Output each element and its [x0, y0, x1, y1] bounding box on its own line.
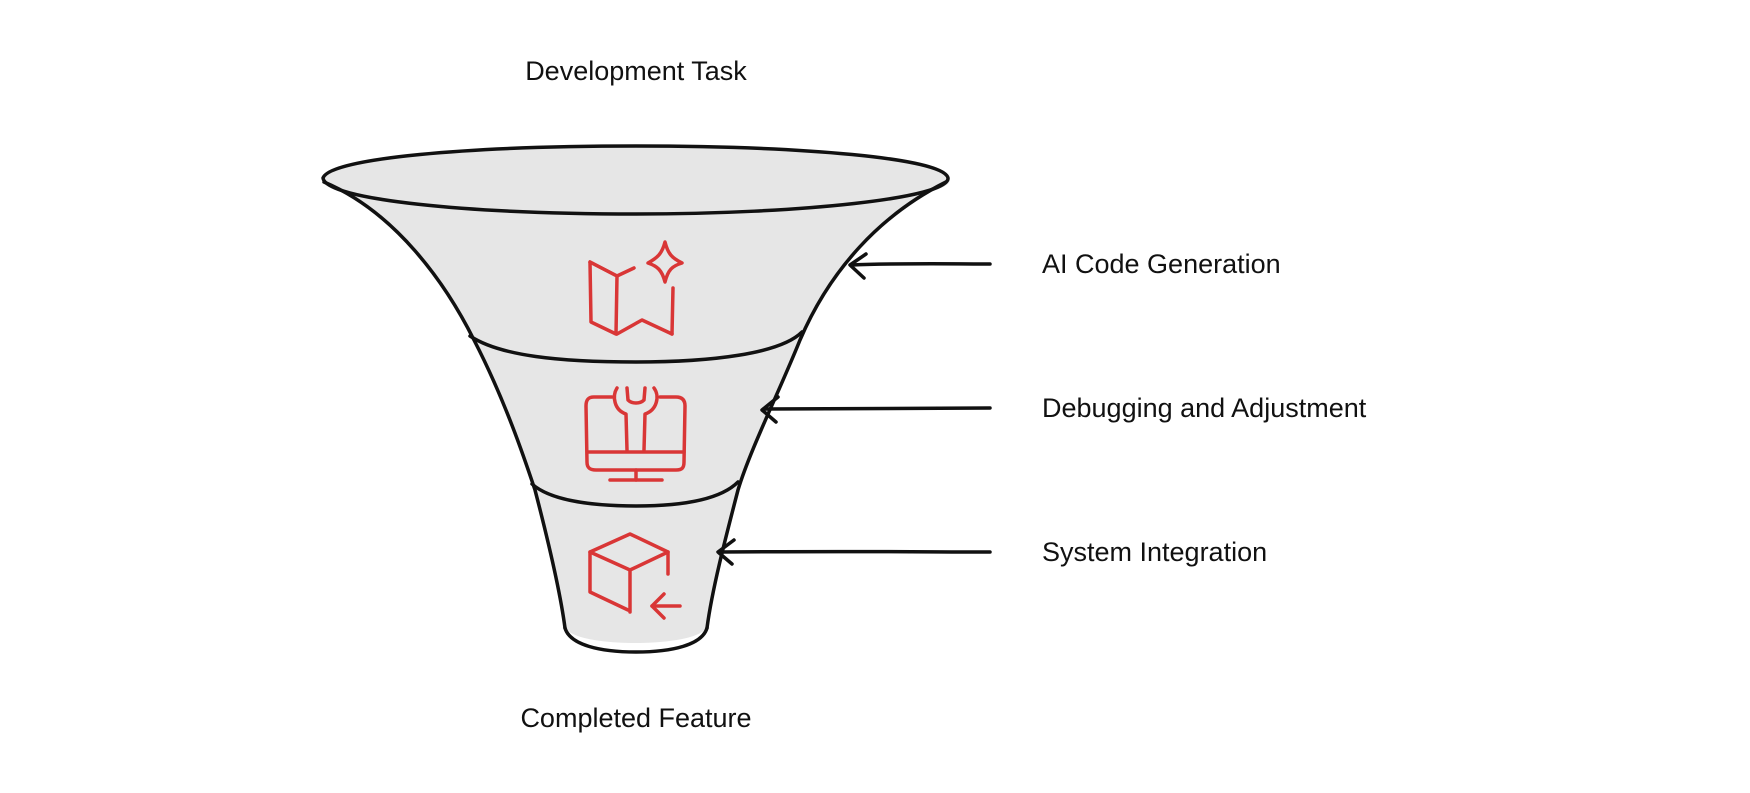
funnel-bottom [563, 626, 709, 654]
funnel-left-side [322, 180, 567, 630]
top-label: Development Task [525, 56, 747, 86]
map-sparkle-icon [588, 240, 684, 336]
arrow-system-integration [716, 538, 992, 566]
arrow-debugging-and-adjustment [760, 395, 992, 424]
funnel-rim [321, 144, 950, 216]
monitor-wrench-icon [584, 386, 687, 482]
stage-label-ai-code-generation: AI Code Generation [1042, 249, 1281, 279]
funnel-rim-fill [322, 146, 950, 214]
box-arrow-in-icon [588, 532, 682, 620]
funnel-divider-2 [530, 480, 740, 508]
stage-label-system-integration: System Integration [1042, 537, 1267, 567]
arrow-ai-code-generation [848, 252, 992, 280]
funnel-body [322, 180, 946, 643]
bottom-label: Completed Feature [520, 703, 751, 733]
funnel-divider-1 [468, 330, 804, 364]
stage-label-debugging-and-adjustment: Debugging and Adjustment [1042, 393, 1367, 423]
